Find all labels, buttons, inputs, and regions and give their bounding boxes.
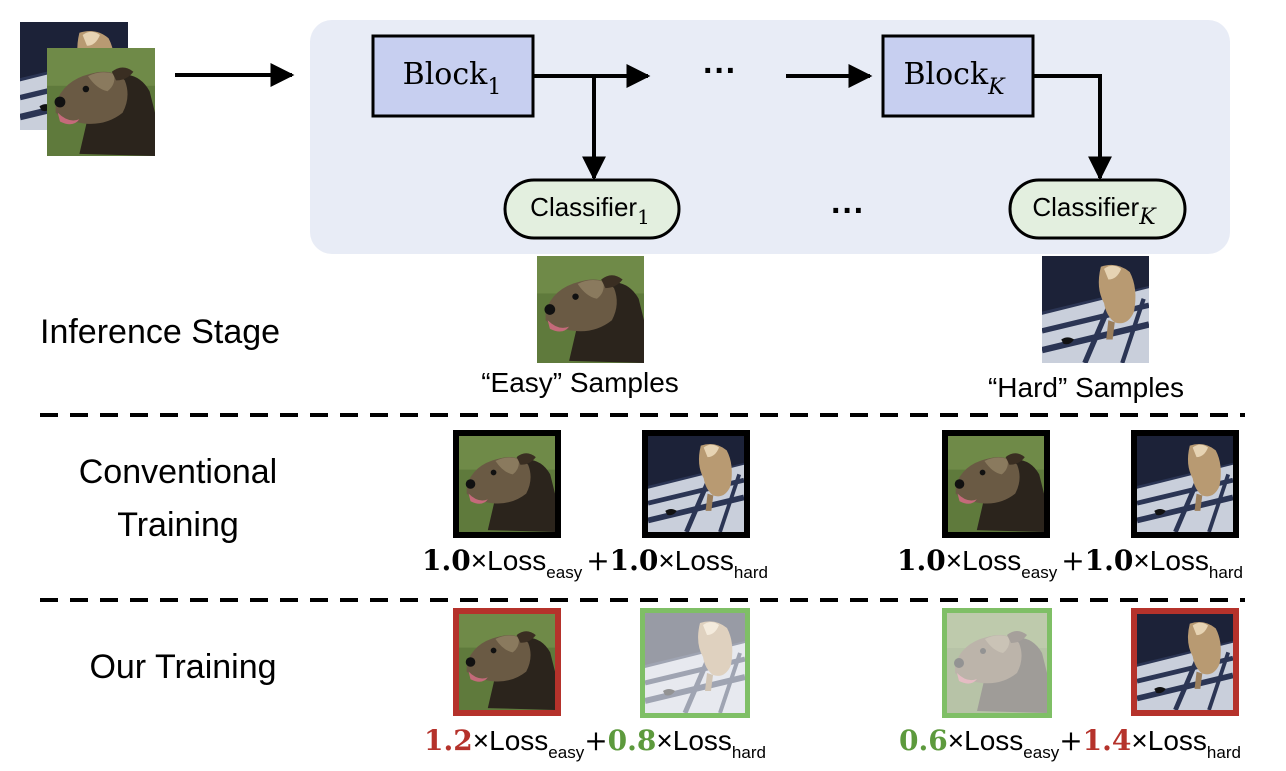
svg-text:BlockK: BlockK	[903, 57, 1006, 100]
block-1: Block1	[371, 34, 535, 118]
input-images	[20, 22, 155, 156]
conv-left-formula: 1.0×Losseasy+1.0×Losshard	[422, 544, 768, 582]
svg-text:Classifier1: Classifier1	[530, 192, 650, 229]
ours-right-formula: 0.6×Losseasy+1.4×Losshard	[899, 724, 1241, 762]
input-easy-image	[47, 48, 155, 156]
easy-samples-caption: “Easy” Samples	[481, 367, 679, 398]
ours-left-easy-image	[459, 614, 555, 710]
stage-label-conventional-2: Training	[117, 506, 239, 544]
svg-text:ClassifierK: ClassifierK	[1032, 192, 1157, 230]
hard-samples-caption: “Hard” Samples	[988, 372, 1184, 403]
ours-left-formula: 1.2×Losseasy+0.8×Losshard	[424, 724, 766, 762]
classifier-ellipsis: ···	[831, 192, 865, 230]
ours-left-hard-fade	[645, 613, 745, 713]
easy-sample-image	[537, 256, 644, 363]
conv-right-hard-image	[1137, 436, 1233, 532]
conv-left-hard-image	[648, 436, 744, 532]
conv-right-formula: 1.0×Losseasy+1.0×Losshard	[897, 544, 1243, 582]
stage-label-inference: Inference Stage	[40, 313, 280, 351]
conv-left-easy-image	[459, 436, 555, 532]
block-k: BlockK	[881, 34, 1035, 118]
classifier-1: Classifier1	[503, 178, 681, 240]
ours-right-easy-fade	[947, 613, 1047, 713]
conv-right-easy-image	[948, 436, 1044, 532]
arrow-blockk-classifier	[1033, 74, 1112, 181]
stage-label-conventional-1: Conventional	[79, 453, 277, 491]
hard-sample-image	[1042, 256, 1149, 363]
stage-label-ours: Our Training	[89, 648, 276, 686]
svg-text:Block1: Block1	[403, 57, 502, 100]
block-ellipsis: ···	[703, 52, 737, 90]
classifier-k: ClassifierK	[1008, 178, 1187, 240]
ours-right-hard-image	[1137, 614, 1233, 710]
